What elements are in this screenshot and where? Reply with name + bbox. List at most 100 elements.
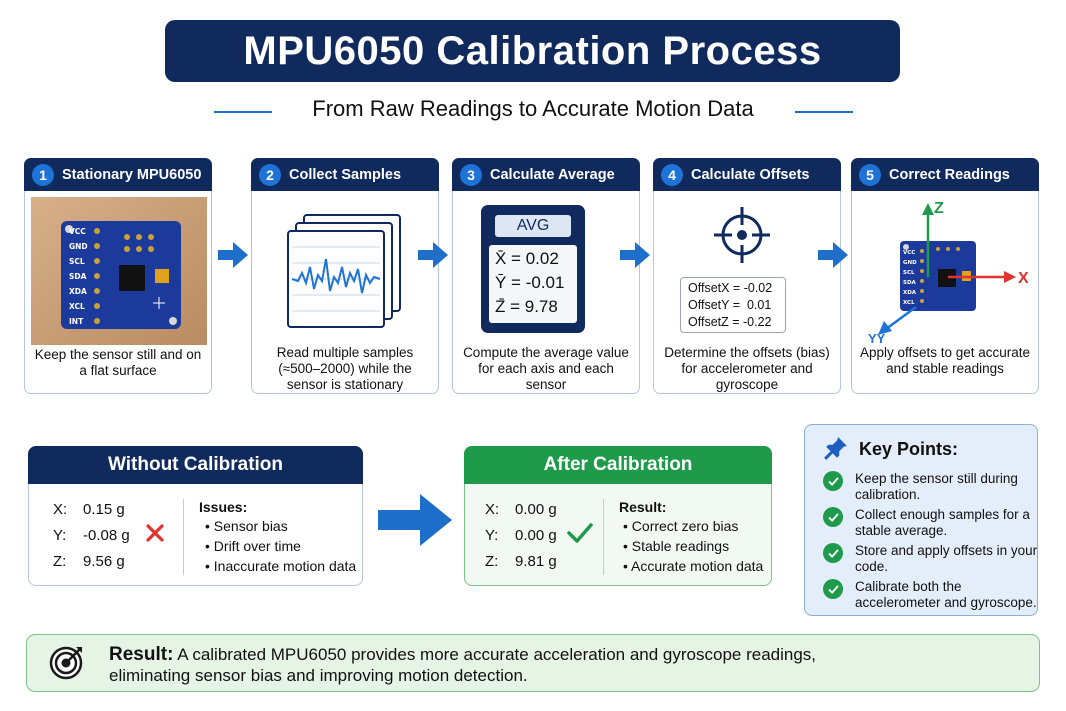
- list-item: • Correct zero bias: [623, 518, 739, 534]
- pin-label: SCL: [69, 257, 85, 266]
- flow-arrow-icon: [418, 242, 448, 268]
- axis-key: Z:: [53, 553, 67, 570]
- check-circle-icon: [823, 507, 843, 527]
- offsets-box: OffsetX = -0.02 OffsetY = 0.01 OffsetZ =…: [680, 277, 786, 333]
- key-point-item: Keep the sensor still during calibration…: [823, 471, 1033, 507]
- result-text-1: A calibrated MPU6050 provides more accur…: [177, 645, 817, 664]
- check-circle-icon: [823, 471, 843, 491]
- key-point-item: Calibrate both the accelerometer and gyr…: [823, 579, 1037, 615]
- step-description: Compute the average value for each axis …: [463, 345, 629, 392]
- axis-key: Y:: [485, 527, 499, 544]
- step-number: 1: [32, 163, 54, 186]
- result-text-2: eliminating sensor bias and improving mo…: [109, 666, 528, 685]
- avg-y-value: Ȳ = -0.01: [495, 273, 565, 292]
- pin-label: SCL: [903, 270, 915, 276]
- value-row: Z: 9.56 g: [53, 553, 125, 570]
- subtitle-rule-left: [214, 111, 272, 113]
- pin-label: GND: [903, 260, 917, 266]
- corrected-sensor-axes-icon: VCC GND SCL SDA XDA XCL Z X YY: [868, 200, 1029, 345]
- axis-value: 9.56 g: [83, 553, 125, 570]
- result-list-title: Result:: [619, 499, 667, 515]
- x-axis-label: X: [1018, 270, 1029, 287]
- key-points-panel: Key Points: Keep the sensor still during…: [804, 424, 1038, 616]
- without-calibration-panel: Without Calibration X: 0.15 g Y: -0.08 g…: [28, 446, 363, 586]
- offset-y-value: OffsetY = 0.01: [688, 298, 772, 312]
- panel-divider: [183, 499, 184, 575]
- pin-label: XCL: [903, 300, 915, 306]
- key-point-item: Store and apply offsets in your code.: [823, 543, 1037, 579]
- pin-label: GND: [69, 242, 88, 251]
- pin-label: XDA: [69, 287, 87, 296]
- pin-label: VCC: [903, 250, 915, 256]
- list-item: • Accurate motion data: [623, 558, 764, 574]
- step-card-4: 4 Calculate Offsets OffsetX = -0.02 Offs…: [653, 158, 841, 394]
- pin-label: XDA: [903, 290, 917, 296]
- result-label: Result:: [109, 644, 174, 665]
- key-points-title: Key Points:: [859, 439, 959, 459]
- axis-key: X:: [53, 501, 68, 518]
- target-arrow-icon: [49, 646, 83, 680]
- step-card-1: 1 Stationary MPU6050 VCC GND SCL SDA XDA: [24, 158, 212, 394]
- flow-arrow-icon: [218, 242, 248, 268]
- value-row: X: 0.00 g: [485, 501, 557, 518]
- step-title: Calculate Average: [490, 166, 615, 183]
- key-point-text: Keep the sensor still during calibration…: [855, 471, 1018, 502]
- avg-z-value: Z̄ = 9.78: [495, 297, 558, 316]
- crosshair-target-icon: [714, 207, 770, 263]
- value-row: X: 0.15 g: [53, 501, 125, 518]
- list-item: • Stable readings: [623, 538, 730, 554]
- axis-value: 0.00 g: [515, 501, 557, 518]
- page-subtitle: From Raw Readings to Accurate Motion Dat…: [312, 96, 754, 121]
- step-number: 5: [859, 163, 881, 186]
- pushpin-icon: [824, 437, 847, 460]
- list-item: • Sensor bias: [205, 518, 288, 534]
- avg-label: AVG: [495, 215, 571, 237]
- average-calculator: AVG X̄ = 0.02 Ȳ = -0.01 Z̄ = 9.78: [481, 205, 585, 333]
- step-title: Calculate Offsets: [691, 166, 810, 183]
- step-header: 3 Calculate Average: [452, 158, 640, 191]
- title-banner: MPU6050 Calibration Process: [165, 20, 900, 82]
- step-header: 4 Calculate Offsets: [653, 158, 841, 191]
- step-card-3: 3 Calculate Average AVG X̄ = 0.02 Ȳ = -0…: [452, 158, 640, 394]
- list-item: • Drift over time: [205, 538, 301, 554]
- pin-label: VCC: [69, 227, 86, 236]
- axis-key: Y:: [53, 527, 67, 544]
- flow-arrow-icon: [620, 242, 650, 268]
- step-description: Determine the offsets (bias) for acceler…: [664, 345, 830, 392]
- pin-label: SDA: [69, 272, 87, 281]
- step-number: 2: [259, 163, 281, 186]
- step-header: 1 Stationary MPU6050: [24, 158, 212, 191]
- key-point-item: Collect enough samples for a stable aver…: [823, 507, 1033, 543]
- axis-key: X:: [485, 501, 500, 518]
- list-item: • Inaccurate motion data: [205, 558, 357, 574]
- pin-label: INT: [69, 317, 84, 326]
- samples-chart-icon: [287, 214, 401, 328]
- cross-icon: [146, 524, 164, 542]
- key-point-text: Collect enough samples for a stable aver…: [855, 507, 1030, 538]
- value-row: Y: 0.00 g: [485, 527, 557, 544]
- axis-value: 0.15 g: [83, 501, 125, 518]
- offset-x-value: OffsetX = -0.02: [688, 281, 773, 295]
- step-number: 3: [460, 163, 482, 186]
- avg-x-value: X̄ = 0.02: [495, 249, 559, 268]
- key-point-text: Calibrate both the accelerometer and gyr…: [855, 579, 1037, 610]
- result-line-1: Result: A calibrated MPU6050 provides mo…: [109, 644, 816, 666]
- key-point-text: Store and apply offsets in your code.: [855, 543, 1038, 574]
- value-row: Y: -0.08 g: [53, 527, 130, 544]
- flow-arrow-icon: [818, 242, 848, 268]
- step-title: Stationary MPU6050: [62, 166, 202, 183]
- axis-value: 9.81 g: [515, 553, 557, 570]
- axis-value: -0.08 g: [83, 527, 130, 544]
- avg-values-panel: X̄ = 0.02 Ȳ = -0.01 Z̄ = 9.78: [489, 245, 577, 323]
- z-axis-label: Z: [934, 200, 944, 217]
- step-header: 2 Collect Samples: [251, 158, 439, 191]
- result-banner: Result: A calibrated MPU6050 provides mo…: [26, 634, 1040, 692]
- step-description: Read multiple samples (≈500–2000) while …: [276, 345, 414, 392]
- issues-title: Issues:: [199, 499, 248, 515]
- y-axis-label: YY: [868, 331, 886, 345]
- after-calibration-panel: After Calibration X: 0.00 g Y: 0.00 g Z:…: [464, 446, 772, 586]
- page-title: MPU6050 Calibration Process: [243, 28, 822, 73]
- pin-label: XCL: [69, 302, 85, 311]
- axis-value: 0.00 g: [515, 527, 557, 544]
- step-header: 5 Correct Readings: [851, 158, 1039, 191]
